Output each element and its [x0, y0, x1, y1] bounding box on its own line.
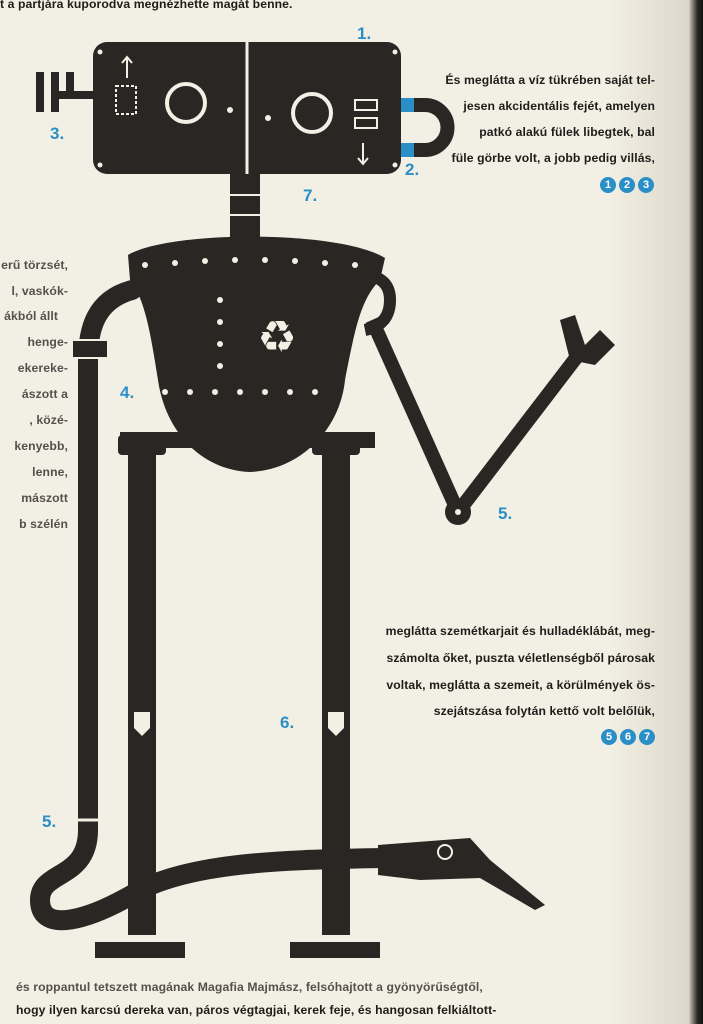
reference-bullets-top: 1 2 3	[600, 177, 654, 193]
reference-bullet: 3	[638, 177, 654, 193]
fuel-nozzle	[378, 838, 545, 910]
text-line: szejátszása folytán kettő volt belőlük,	[433, 704, 655, 718]
label-arm: 5.	[498, 504, 513, 523]
reference-bullet: 1	[600, 177, 616, 193]
text-line: patkó alakú fülek libegtek, bal	[479, 125, 655, 139]
label-right-ear: 2.	[405, 160, 420, 179]
label-torso: 4.	[120, 383, 135, 402]
reference-bullet: 2	[619, 177, 635, 193]
reference-bullet: 5	[601, 729, 617, 745]
hose-clamp	[71, 339, 109, 359]
text-line: lenne,	[32, 465, 68, 479]
fork-ear	[36, 72, 95, 112]
reference-bullet: 6	[620, 729, 636, 745]
label-left-ear: 3.	[50, 124, 65, 143]
text-line: számolta őket, puszta véletlenségből pár…	[386, 651, 655, 665]
left-eye	[165, 82, 207, 124]
bottom-text-line: és roppantul tetszett magának Magafia Ma…	[16, 980, 483, 994]
page-shadow	[609, 0, 689, 1024]
text-line: ákból állt	[4, 309, 58, 323]
neck	[230, 168, 260, 238]
left-foot	[95, 942, 185, 958]
text-line: És meglátta a víz tükrében saját tel-	[445, 73, 655, 87]
text-line: ekereke-	[17, 361, 68, 375]
bottom-text-line-2: hogy ilyen karcsú dereka van, páros végt…	[16, 1003, 497, 1017]
text-line: kenyebb,	[14, 439, 68, 453]
recycle-icon: ♻	[257, 312, 296, 363]
text-line: henge-	[27, 335, 68, 349]
text-line: b szélén	[19, 517, 68, 531]
left-paragraph: erű törzsét, l, vaskók- ákból állt henge…	[0, 0, 70, 1024]
label-head: 1.	[357, 24, 372, 43]
text-line: meglátta szemétkarjait és hulladéklábát,…	[385, 624, 655, 638]
label-legs: 6.	[280, 713, 295, 732]
label-hose: 5.	[42, 812, 57, 831]
text-line: füle görbe volt, a jobb pedig villás,	[451, 151, 655, 165]
text-line: l, vaskók-	[11, 284, 68, 298]
text-line: , közé-	[29, 413, 68, 427]
label-neck: 7.	[303, 186, 318, 205]
right-leg	[322, 445, 350, 935]
left-leg	[128, 445, 156, 935]
torso	[128, 236, 385, 472]
text-line: jesen akcidentális fejét, amelyen	[463, 99, 655, 113]
page-edge	[689, 0, 703, 1024]
text-line: voltak, meglátta a szemeit, a körülménye…	[386, 678, 655, 692]
right-eye	[291, 92, 333, 134]
right-foot	[290, 942, 380, 958]
text-line: erű törzsét,	[1, 258, 68, 272]
text-line: mászott	[21, 491, 68, 505]
horseshoe-ear	[400, 98, 455, 157]
text-line: ászott a	[21, 387, 68, 401]
top-text-line: t a partjára kuporodva megnézhette magát…	[0, 0, 293, 11]
reference-bullets-mid: 5 6 7	[601, 729, 655, 745]
reference-bullet: 7	[639, 729, 655, 745]
claw-hand	[560, 315, 615, 365]
right-arm	[365, 317, 588, 519]
